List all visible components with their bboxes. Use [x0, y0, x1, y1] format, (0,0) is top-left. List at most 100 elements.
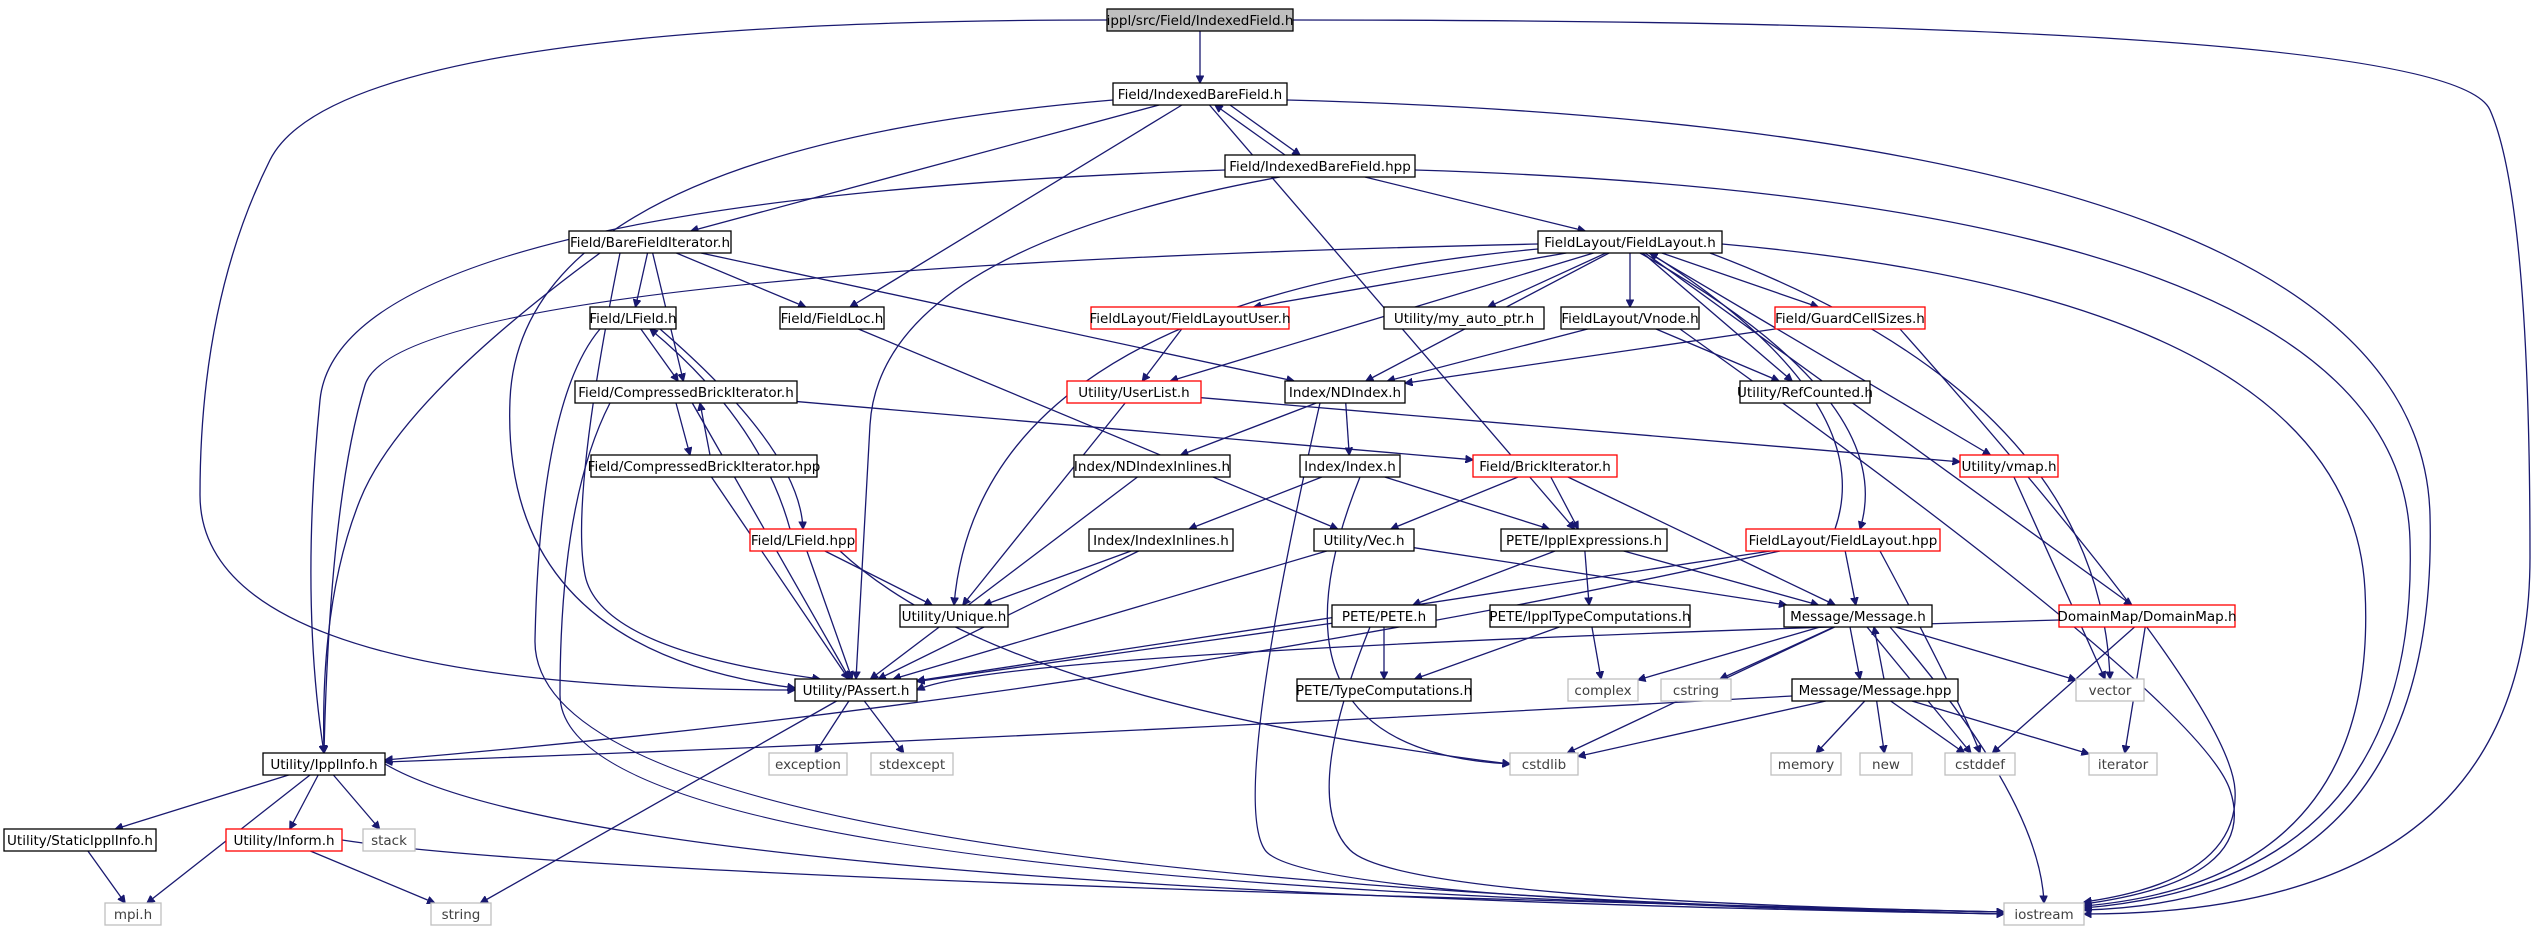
edge-passert-to-stdexcept: [863, 700, 903, 753]
node-unique[interactable]: Utility/Unique.h: [899, 604, 1009, 628]
edge-peteh-to-iostream: [1328, 626, 2004, 912]
edge-line: [710, 476, 848, 679]
edge-ulist-to-vmap: [1200, 397, 1960, 462]
edge-msghpp-to-cstddef: [1890, 700, 1965, 753]
edge-bi-to-vec: [1391, 476, 1519, 529]
node-label: Utility/Unique.h: [902, 609, 1007, 625]
node-vec[interactable]: Utility/Vec.h: [1313, 528, 1415, 552]
node-vmap[interactable]: Utility/vmap.h: [1959, 454, 2059, 478]
node-label: Utility/Vec.h: [1323, 533, 1404, 549]
node-box: [1739, 380, 1871, 404]
edge-ipplinfo-to-stack: [332, 774, 379, 829]
node-label: complex: [1574, 683, 1631, 699]
edge-lfhpp-to-passert: [806, 550, 852, 679]
edge-line: [1638, 626, 1821, 680]
node-ibf[interactable]: Field/IndexedBareField.h: [1112, 82, 1288, 106]
node-label: Utility/Inform.h: [233, 833, 334, 849]
node-label: mpi.h: [114, 907, 152, 923]
edge-gcs-to-ndindex: [1405, 328, 1776, 383]
node-ndindex[interactable]: Index/NDIndex.h: [1284, 380, 1406, 404]
node-msg[interactable]: Message/Message.h: [1783, 604, 1933, 628]
node-passert[interactable]: Utility/PAssert.h: [794, 678, 918, 702]
nodes-layer: ippl/src/Field/IndexedField.hField/Index…: [3, 8, 2237, 926]
node-inform[interactable]: Utility/Inform.h: [225, 828, 343, 852]
node-label: Message/Message.h: [1790, 609, 1926, 625]
edge-gcs-to-iostream: [1899, 328, 2236, 902]
edge-line: [824, 550, 932, 605]
edge-inform-to-string: [310, 850, 434, 903]
edge-line: [480, 700, 837, 903]
node-ipptc[interactable]: PETE/IpplTypeComputations.h: [1489, 604, 1691, 628]
edge-msghpp-to-new: [1875, 700, 1885, 753]
node-cbihpp[interactable]: Field/CompressedBrickIterator.hpp: [588, 454, 821, 478]
edge-line: [963, 402, 1126, 605]
edge-line: [917, 619, 2060, 690]
node-root[interactable]: ippl/src/Field/IndexedField.h: [1106, 8, 1294, 32]
edge-line: [984, 550, 1132, 605]
node-tc[interactable]: PETE/TypeComputations.h: [1296, 678, 1472, 702]
node-box: [362, 828, 416, 852]
edge-msghpp-to-ipplinfo: [385, 695, 1793, 762]
edge-line: [1721, 243, 2367, 906]
node-dmap[interactable]: DomainMap/DomainMap.h: [2057, 604, 2237, 628]
edge-line: [659, 328, 803, 529]
edge-vec-to-passert: [893, 550, 1327, 679]
node-peteh[interactable]: PETE/PETE.h: [1331, 604, 1437, 628]
node-pete[interactable]: PETE/IpplExpressions.h: [1500, 528, 1668, 552]
node-box: [2088, 752, 2158, 776]
node-index[interactable]: Index/Index.h: [1299, 454, 1401, 478]
node-lfhpp[interactable]: Field/LField.hpp: [749, 528, 857, 552]
node-ndinl[interactable]: Index/NDIndexInlines.h: [1073, 454, 1231, 478]
node-cbi[interactable]: Field/CompressedBrickIterator.h: [574, 380, 798, 404]
edge-cbihpp-to-cbi: [700, 403, 711, 456]
edge-line: [691, 104, 1160, 231]
node-gcs[interactable]: Field/GuardCellSizes.h: [1774, 306, 1926, 330]
node-box: [1331, 604, 1437, 628]
node-ulist[interactable]: Utility/UserList.h: [1066, 380, 1202, 404]
node-refc[interactable]: Utility/RefCounted.h: [1737, 380, 1873, 404]
node-box: [1770, 752, 1842, 776]
node-label: stack: [371, 833, 407, 849]
edge-lfhpp-to-unique: [824, 550, 932, 605]
node-box: [1090, 306, 1290, 330]
node-msghpp[interactable]: Message/Message.hpp: [1791, 678, 1959, 702]
edge-line: [1413, 550, 1556, 605]
node-box: [1284, 380, 1406, 404]
node-flhpp[interactable]: FieldLayout/FieldLayout.hpp: [1745, 528, 1941, 552]
node-box: [768, 752, 848, 776]
node-box: [590, 454, 818, 478]
node-bi[interactable]: Field/BrickIterator.h: [1472, 454, 1618, 478]
edge-line: [650, 329, 791, 530]
node-box: [1774, 306, 1926, 330]
node-ibfhpp[interactable]: Field/IndexedBareField.hpp: [1224, 154, 1416, 178]
edge-ibfhpp-to-fl: [1364, 176, 1585, 231]
node-vnode[interactable]: FieldLayout/Vnode.h: [1560, 306, 1700, 330]
edge-idxinl-to-unique: [984, 550, 1132, 605]
edge-line: [341, 839, 2004, 912]
edge-bi-to-msg: [1567, 476, 1835, 605]
node-box: [1859, 752, 1913, 776]
node-label: Field/LField.hpp: [751, 533, 855, 549]
node-idxinl[interactable]: Index/IndexInlines.h: [1088, 528, 1234, 552]
edge-line: [1292, 19, 2531, 914]
node-bfi[interactable]: Field/BareFieldIterator.h: [568, 230, 732, 254]
edge-line: [1229, 104, 1300, 155]
node-ipplinfo[interactable]: Utility/IpplInfo.h: [262, 752, 386, 776]
node-label: memory: [1778, 757, 1834, 773]
edge-msghpp-to-memory: [1816, 700, 1866, 753]
edge-ipplinfo-to-static: [115, 774, 289, 829]
edge-fl-to-fluser: [1254, 252, 1567, 307]
edge-line: [675, 402, 690, 455]
node-autoptr[interactable]: Utility/my_auto_ptr.h: [1383, 306, 1545, 330]
node-lfield[interactable]: Field/LField.h: [589, 306, 677, 330]
edge-line: [1567, 476, 1835, 605]
edge-ulist-to-unique: [963, 402, 1126, 605]
edge-line: [1890, 700, 1965, 753]
node-static[interactable]: Utility/StaticIpplInfo.h: [3, 828, 157, 852]
node-label: vector: [2089, 683, 2132, 699]
node-floc[interactable]: Field/FieldLoc.h: [779, 306, 885, 330]
node-fluser[interactable]: FieldLayout/FieldLayoutUser.h: [1089, 306, 1291, 330]
node-label: Field/BrickIterator.h: [1479, 459, 1611, 475]
node-memory: memory: [1770, 752, 1842, 776]
node-fl[interactable]: FieldLayout/FieldLayout.h: [1537, 230, 1723, 254]
